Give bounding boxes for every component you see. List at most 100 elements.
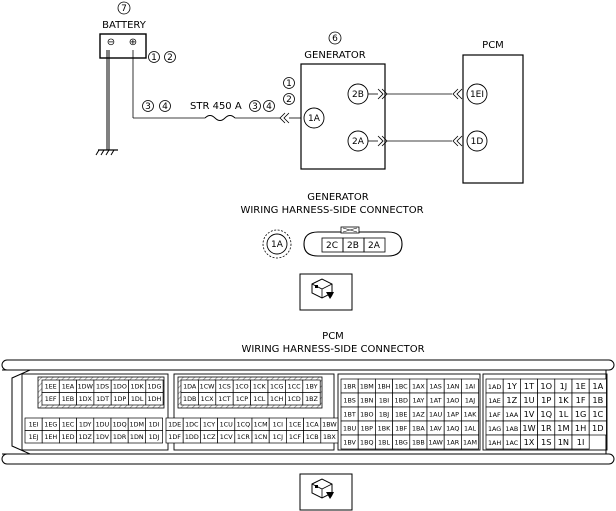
generator-circle-1 <box>283 77 295 89</box>
pcm-pin-label: 1CB <box>306 433 319 441</box>
gen-single-pin-outer <box>262 229 292 259</box>
pcm-pin-label: 1BS <box>343 396 355 404</box>
pcm-pin-label: 1AE <box>488 397 500 405</box>
pcm-pin-label: 1EE <box>45 383 57 391</box>
generator-connector-view: GENERATOR WIRING HARNESS-SIDE CONNECTOR … <box>240 192 424 259</box>
battery-body <box>99 33 147 59</box>
pcm-pin-label: 1DH <box>148 395 162 403</box>
battery-circle-1 <box>148 51 160 63</box>
pcm-pin-cell <box>571 434 590 450</box>
pcm-pin-label: 1CE <box>289 421 302 429</box>
pcm-pin-label: 1U <box>523 395 534 405</box>
pcm-pin-label: 1DU <box>96 421 110 429</box>
pcm-pin-label: 1CV <box>220 433 234 441</box>
wire-circle-4-number: 4 <box>162 102 168 112</box>
battery-ref-number: 7 <box>121 4 127 14</box>
pcm-pin-label: 1CP <box>236 395 249 403</box>
pcm-pin-label: 1DS <box>96 383 109 391</box>
pcm-pin-label: 1Z <box>506 395 517 405</box>
battery-circle-2 <box>164 51 176 63</box>
pcm-pin-label: 1A <box>592 381 603 391</box>
pcm-pin-label: 1BY <box>305 383 317 391</box>
pcm-pin-label: 1C <box>592 409 603 419</box>
fuse-label: STR 450 A <box>190 101 242 112</box>
pcm-pin-label: 1BV <box>343 438 356 446</box>
pcm-housing-bottom-rail <box>1 453 615 465</box>
pcm-pin-label: 1CQ <box>237 421 251 429</box>
pcm-pin-label: 1AQ <box>446 424 459 432</box>
pcm-pin-label: 1BQ <box>360 438 373 446</box>
pcm-pin-label: 1CZ <box>203 433 217 441</box>
pcm-pin-label: 1AR <box>446 438 459 446</box>
pcm-pin-label: 1BJ <box>379 410 389 418</box>
generator-ref-number: 6 <box>332 34 338 44</box>
battery-positive-terminal: ⊕ <box>129 37 137 48</box>
pcm-pin-label: 1EG <box>44 421 57 429</box>
pcm-pin-label: 1DL <box>131 395 144 403</box>
pcm-pin-label: 1DT <box>96 395 109 403</box>
pcm-pin-label: 1BK <box>378 424 391 432</box>
battery: 7 BATTERY ⊖ ⊕ 1 2 <box>99 1 176 63</box>
generator: 6 GENERATOR 1 2 1A 2B 2A <box>283 31 386 170</box>
pcm-connector-title-2: WIRING HARNESS-SIDE CONNECTOR <box>241 344 424 355</box>
pcm-pin-label: 1J <box>560 381 568 391</box>
pcm-pin-label: 1K <box>558 395 569 405</box>
pcm-pin-label: 1CD <box>287 395 301 403</box>
generator-ref-circle <box>328 31 342 45</box>
pcm-pin-label: 1DD <box>185 433 199 441</box>
pcm-pin-label: 1BH <box>377 382 390 390</box>
pcm-pin-label: 1CL <box>253 395 266 403</box>
pcm-pin-label: 1AF <box>489 411 501 419</box>
pcm-body <box>462 54 524 184</box>
pcm-pin-label: 1DO <box>113 383 127 391</box>
pcm-pin-label: 1AN <box>446 382 459 390</box>
pcm-pin-label: 1BM <box>360 382 374 390</box>
pcm-pin-label: 1AA <box>505 411 519 419</box>
pcm-pin-label: 1AO <box>446 396 459 404</box>
pcm-pin-label: 1DQ <box>113 421 127 429</box>
pcm-pin-label: 1EC <box>62 421 75 429</box>
generator-pin-1a-label: 1A <box>308 114 321 124</box>
pcm-pin-label: 1ED <box>61 433 74 441</box>
pcm-pin-label: 1DG <box>147 383 161 391</box>
connector-chevron-1a <box>279 112 290 124</box>
pcm-pin-label: 1R <box>541 423 552 433</box>
pcm-pin-label: 1DX <box>79 395 93 403</box>
generator-circle-2 <box>283 93 295 105</box>
pcm-pin-1d-label: 1D <box>471 137 484 147</box>
pcm-pin-label: 1CW <box>200 383 216 391</box>
pcm-pin-label: 1BR <box>343 382 356 390</box>
pcm-pin-label: 1CU <box>220 421 234 429</box>
battery-positive-wire: 3 4 <box>132 50 205 119</box>
pcm-pin-1ei <box>466 83 488 105</box>
pcm-pin-label: 1Q <box>540 409 552 419</box>
pcm-pin-label: 1V <box>524 409 535 419</box>
pcm: PCM 1EI 1D <box>462 40 524 184</box>
pcm-pin-label: 1EI <box>29 421 39 429</box>
pcm-pin-label: 1DF <box>168 433 181 441</box>
pcm-pin-label: 1AM <box>463 438 477 446</box>
pcm-pin-label: 1BE <box>395 410 408 418</box>
pcm-pin-cell <box>588 420 607 436</box>
pcm-pin-label: 1M <box>557 423 569 433</box>
pcm-pin-label: 1DM <box>130 421 145 429</box>
fuse-circle-4-number: 4 <box>266 102 272 112</box>
pcm-pin-label: 1CH <box>270 395 284 403</box>
pcm-pin-label: 1CC <box>288 383 302 391</box>
pcm-pin-label: 1CA <box>306 421 320 429</box>
gen-connector-pin-2b: 2B <box>347 241 359 251</box>
wire-circle-3-number: 3 <box>145 102 151 112</box>
pcm-housing-top-rail <box>1 359 615 371</box>
generator-pin-2a-label: 2A <box>352 137 365 147</box>
gen-single-pin-label: 1A <box>271 240 284 250</box>
pcm-pin-label: 1CI <box>273 421 284 429</box>
pcm-pin-label: 1AG <box>488 425 501 433</box>
pcm-pin-label: 1DV <box>96 433 110 441</box>
pcm-section-2 <box>173 373 335 451</box>
fuse-circle-3 <box>249 100 261 112</box>
pcm-pin-label: 1AI <box>465 382 475 390</box>
pcm-pin-label: 1CY <box>203 421 215 429</box>
